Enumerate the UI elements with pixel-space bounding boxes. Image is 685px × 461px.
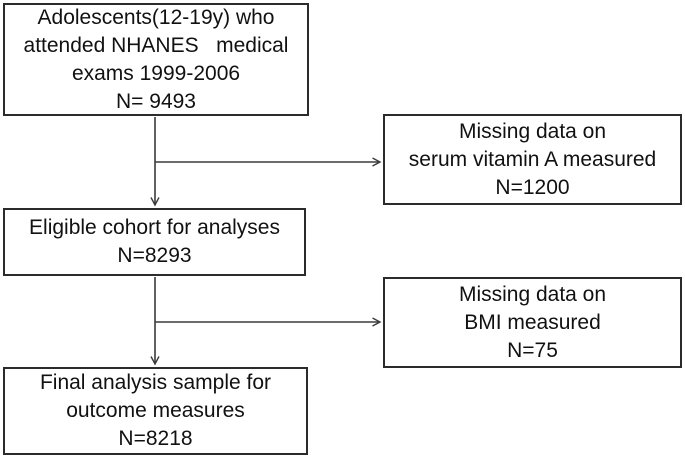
box-text-line: Adolescents(12-19y) who [37,5,275,29]
flow-box-excluded-vitamin-a: Missing data on serum vitamin A measured… [383,114,682,205]
box-count: N=8218 [118,427,193,450]
box-count: N= 9493 [116,89,196,113]
box-text-line: outcome measures [66,399,245,422]
flow-box-excluded-bmi: Missing data on BMI measured N=75 [383,277,682,368]
flow-box-eligible-cohort: Eligible cohort for analyses N=8293 [3,208,306,276]
box-text-line: Final analysis sample for [39,371,272,394]
box-text-line: Eligible cohort for analyses [29,216,280,239]
box-text-line: Missing data on [458,282,607,306]
flow-box-final-sample: Final analysis sample for outcome measur… [3,367,308,455]
box-count: N=8293 [117,244,192,267]
box-text-line: Missing data on [458,119,607,143]
box-text-line: BMI measured [464,310,601,334]
box-count: N=1200 [495,175,570,199]
box-text-line: exams 1999-2006 [71,61,241,85]
box-count: N=75 [507,338,558,362]
box-text-line: serum vitamin A measured [408,147,657,171]
flow-box-population: Adolescents(12-19y) who attended NHANES … [3,3,309,116]
box-text-line: attended NHANES medical [23,33,289,57]
